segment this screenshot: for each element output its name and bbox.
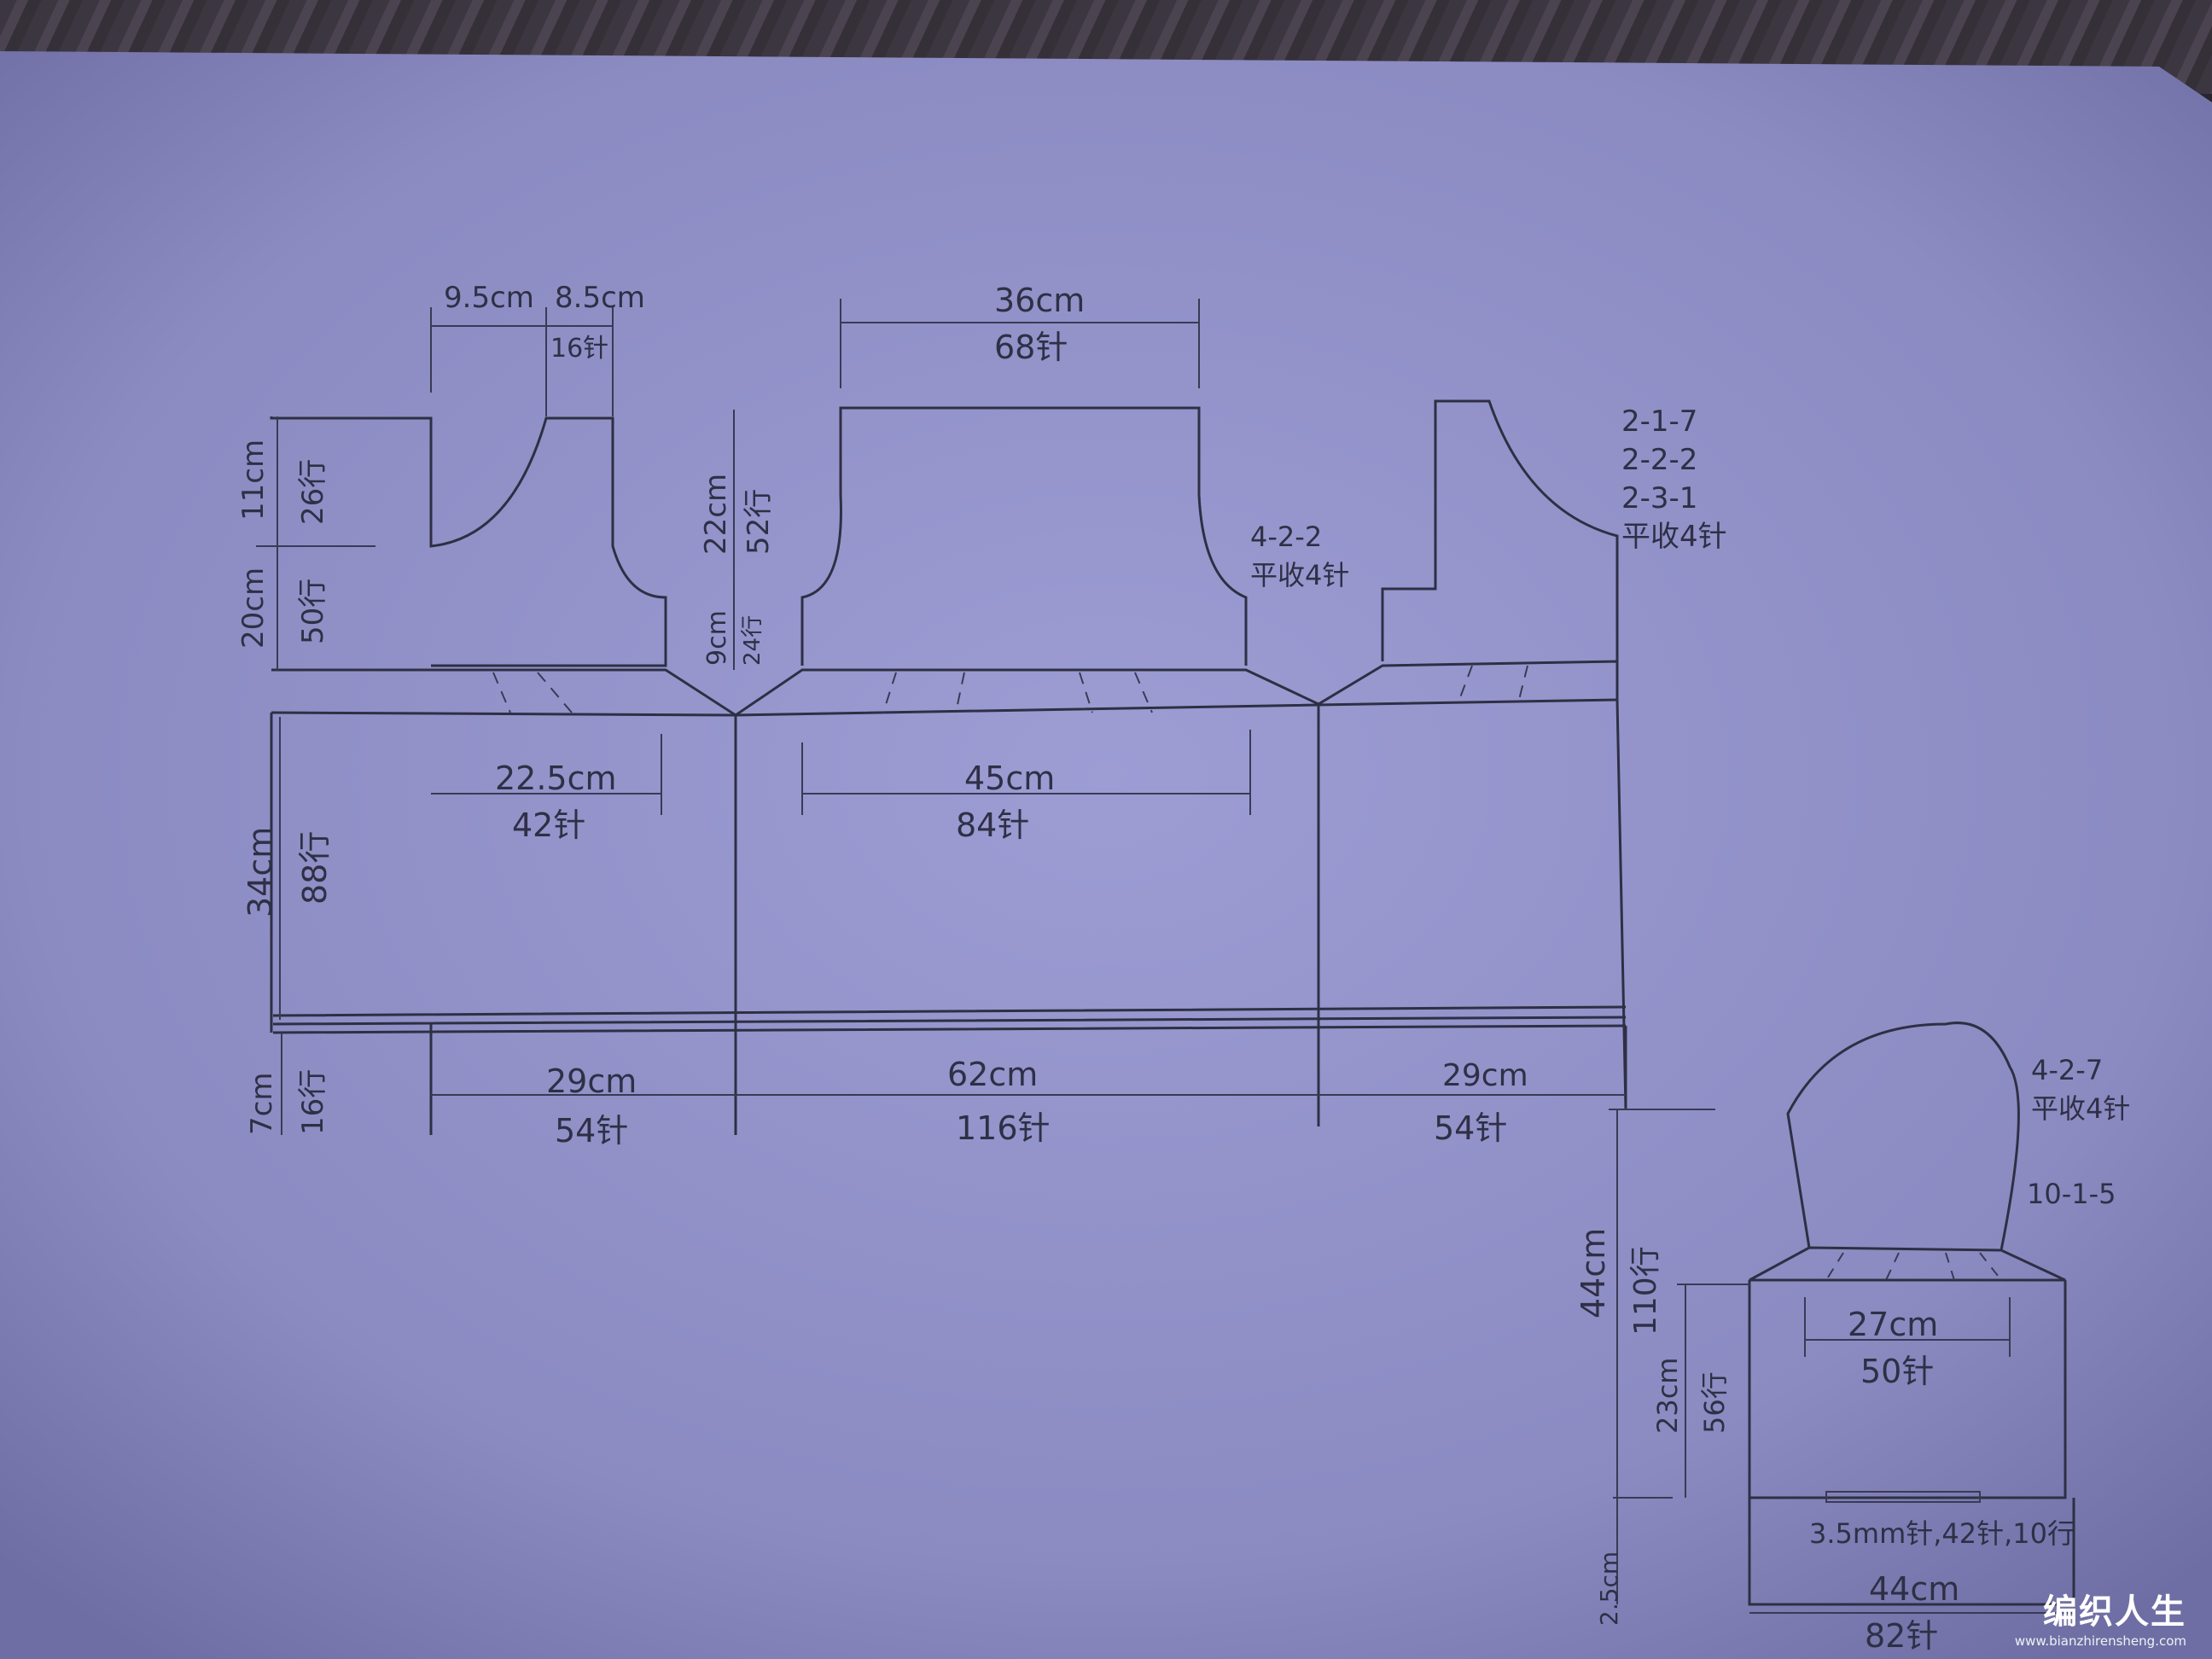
label-dec-2-2-2: 2-2-2 [1621,443,1697,477]
label-width-29cm-right: 29cm [1442,1058,1528,1093]
label-width-29cm-left: 29cm [546,1062,637,1100]
label-rows-50: 50行 [296,579,330,644]
sleeve [1748,1022,2075,1606]
label-84-stitches: 84针 [956,806,1029,844]
sleeve-dimensions [1609,1109,2074,1614]
label-height-20cm: 20cm [236,568,271,649]
label-16-stitches: 16针 [550,334,608,364]
label-height-7cm: 7cm [245,1073,279,1135]
paper-sheet [0,51,2212,1659]
label-sleeve-height-2-5cm: 2.5cm [1595,1551,1623,1626]
label-sleeve-height-44cm: 44cm [1575,1228,1612,1318]
right-front-upper [1381,399,1619,661]
label-height-11cm: 11cm [236,439,271,521]
label-sleeve-rows-110: 110行 [1628,1246,1663,1336]
label-sleeve-inc-10-1-5: 10-1-5 [2027,1178,2116,1210]
back-upper [800,406,1248,666]
site-watermark: 编织人生 www.bianzhirensheng.com [2015,1584,2186,1649]
label-dec-2-3-1: 2-3-1 [1621,481,1697,515]
watermark-url: www.bianzhirensheng.com [2014,1633,2186,1649]
label-68-stitches: 68针 [994,329,1068,366]
label-sleeve-dec-4-2-7: 4-2-7 [2031,1054,2103,1086]
watermark-brand: 编织人生 [2043,1592,2186,1632]
label-rows-52: 52行 [742,489,776,555]
label-width-8-5cm: 8.5cm [555,281,645,315]
yoke-dashes [492,665,1528,713]
label-sleeve-82-stitches: 82针 [1865,1617,1938,1655]
label-width-62cm: 62cm [947,1056,1038,1093]
label-bind-off-4-b: 平收4针 [1621,520,1727,554]
label-54-stitches-left: 54针 [555,1112,628,1150]
label-rows-26: 26行 [296,459,330,525]
label-dec-2-1-7: 2-1-7 [1621,405,1697,439]
label-sleeve-width-27cm: 27cm [1848,1306,1938,1343]
label-rows-24: 24行 [740,615,765,666]
label-height-9cm: 9cm [702,610,732,666]
label-sleeve-width-44cm: 44cm [1869,1570,1959,1608]
label-rows-88: 88行 [296,831,334,905]
label-height-34cm: 34cm [242,827,279,917]
label-sleeve-bind-off-4: 平收4针 [2031,1092,2130,1125]
left-front-upper [270,416,667,667]
label-sleeve-rows-56: 56行 [1698,1371,1731,1434]
label-sleeve-rib-note: 3.5mm针,42针,10行 [1809,1517,2075,1550]
label-54-stitches-right: 54针 [1434,1109,1507,1147]
label-116-stitches: 116针 [956,1109,1051,1147]
label-sleeve-50-stitches: 50针 [1860,1353,1934,1390]
label-rows-16: 16行 [296,1069,330,1135]
dimension-lines [256,299,1626,1135]
label-width-45cm: 45cm [964,760,1055,797]
label-width-22-5cm: 22.5cm [495,760,617,797]
label-bind-off-4-a: 平收4针 [1250,559,1349,591]
label-42-stitches: 42针 [512,806,585,844]
label-dec-4-2-2: 4-2-2 [1250,521,1322,553]
label-sleeve-height-23cm: 23cm [1651,1358,1684,1434]
label-width-9-5cm: 9.5cm [444,281,534,315]
label-width-36cm: 36cm [994,282,1085,319]
sleeve-dashes [1825,1252,2002,1281]
label-height-22cm: 22cm [699,474,733,555]
body-lower [270,699,1627,1135]
